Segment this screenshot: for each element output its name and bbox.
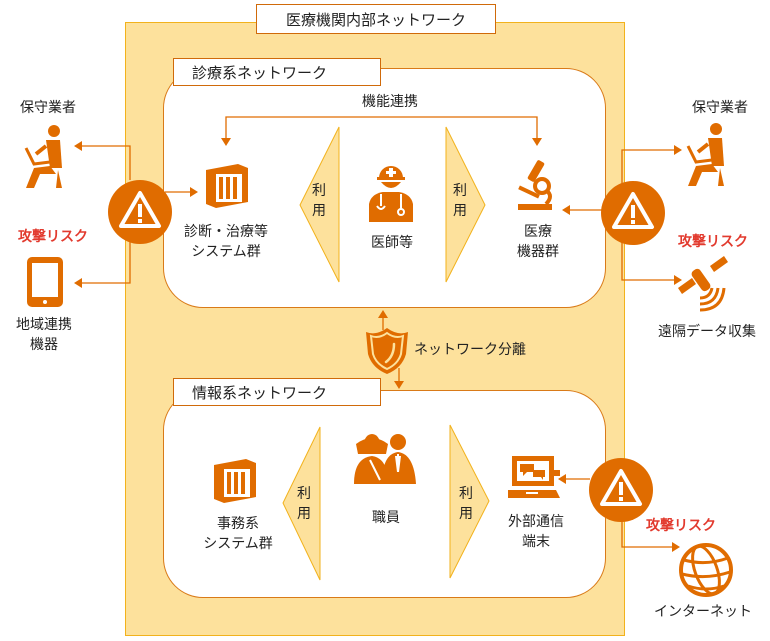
internet-label: インターネット xyxy=(654,604,752,620)
clinical-system-label: 診断・治療等 システム群 xyxy=(170,222,282,262)
left-risk-label: 攻撃リスク xyxy=(18,229,88,245)
use-char: 利 xyxy=(459,486,473,502)
use-label-clinical-left: 利 用 xyxy=(311,181,327,221)
office-system-label: 事務系 システム群 xyxy=(182,514,294,554)
label-line: 事務系 xyxy=(217,516,259,532)
server-cabinet-icon xyxy=(202,162,250,212)
use-arrow-left-clinical xyxy=(299,126,340,283)
right-risk-label: 攻撃リスク xyxy=(678,234,748,250)
use-char: 用 xyxy=(297,506,311,522)
use-arrow-right-info xyxy=(449,424,490,579)
regional-device-label: 地域連携 機器 xyxy=(0,315,88,355)
shield-icon xyxy=(364,326,410,380)
label-line: 地域連携 xyxy=(16,317,72,333)
label-line: 診断・治療等 xyxy=(184,224,268,240)
internet-risk-connectors xyxy=(564,478,674,548)
person-laptop-icon xyxy=(684,122,730,194)
satellite-icon xyxy=(676,254,732,318)
diagram-title: 医療機関内部ネットワーク xyxy=(256,4,496,34)
doctor-icon xyxy=(367,160,415,228)
function-link-label: 機能連携 xyxy=(362,94,418,110)
remote-collection-label: 遠隔データ収集 xyxy=(658,324,756,340)
external-terminal-label: 外部通信 端末 xyxy=(496,512,576,552)
use-char: 用 xyxy=(459,506,473,522)
right-maintainer-label: 保守業者 xyxy=(692,100,748,116)
info-network-label: 情報系ネットワーク xyxy=(173,378,381,406)
label-line: 外部通信 xyxy=(508,514,564,530)
label-line: システム群 xyxy=(191,244,261,260)
use-label-info-left: 利 用 xyxy=(296,484,312,524)
doctor-label: 医師等 xyxy=(371,235,413,251)
person-laptop-icon xyxy=(22,124,68,196)
label-line: 機器群 xyxy=(517,244,559,260)
use-label-info-right: 利 用 xyxy=(458,484,474,524)
clinical-network-label: 診療系ネットワーク xyxy=(173,58,381,86)
label-line: 端末 xyxy=(522,534,550,550)
use-char: 利 xyxy=(312,183,326,199)
label-line: システム群 xyxy=(203,536,273,552)
right-risk-connectors xyxy=(568,149,676,281)
function-link-arrow xyxy=(221,116,542,146)
microscope-icon xyxy=(516,156,558,216)
warning-icon xyxy=(588,457,654,527)
internet-risk-label: 攻撃リスク xyxy=(646,518,716,534)
use-arrow-left-info xyxy=(282,426,321,581)
medical-device-label: 医療 機器群 xyxy=(500,222,576,262)
globe-icon xyxy=(678,542,734,602)
use-arrow-right-clinical xyxy=(445,126,486,283)
label-line: 医療 xyxy=(524,224,552,240)
use-char: 用 xyxy=(312,203,326,219)
staff-icon xyxy=(352,432,420,492)
warning-icon xyxy=(600,180,666,250)
use-char: 用 xyxy=(453,203,467,219)
label-line: 機器 xyxy=(30,337,58,353)
left-maintainer-label: 保守業者 xyxy=(20,100,76,116)
left-risk-connectors xyxy=(82,145,192,284)
use-char: 利 xyxy=(297,486,311,502)
laptop-chat-icon xyxy=(508,454,564,504)
warning-icon xyxy=(107,179,173,249)
separation-arrows xyxy=(378,310,404,389)
use-label-clinical-right: 利 用 xyxy=(452,181,468,221)
use-char: 利 xyxy=(453,183,467,199)
tablet-icon xyxy=(26,256,64,312)
server-cabinet-icon xyxy=(210,457,258,507)
staff-label: 職員 xyxy=(372,510,400,526)
separation-label: ネットワーク分離 xyxy=(414,342,526,358)
